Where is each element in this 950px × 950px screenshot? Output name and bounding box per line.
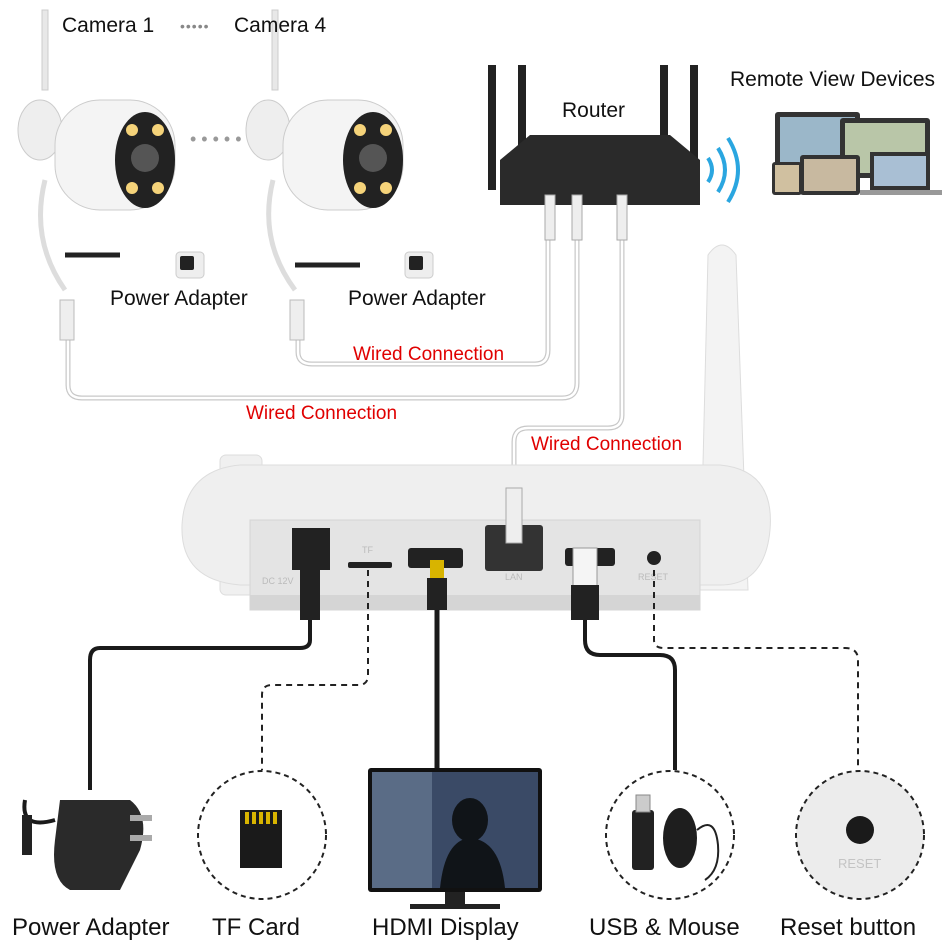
wired-connection-label-1: Wired Connection <box>353 344 505 365</box>
power-adapter-label: Power Adapter <box>12 914 170 941</box>
port-label-lan: LAN <box>505 572 523 582</box>
hdmi-display <box>368 768 542 909</box>
remote-view-label: Remote View Devices <box>730 68 936 91</box>
mouse-icon <box>663 808 697 868</box>
remote-view-devices <box>772 112 942 195</box>
lan-plug <box>505 487 523 544</box>
reset-closeup-label: RESET <box>838 856 881 871</box>
reset-button-label: Reset button <box>780 914 917 941</box>
camera-4 <box>245 9 434 341</box>
wired-connection-label-3: Wired Connection <box>531 434 683 455</box>
reset-hole-icon <box>846 816 874 844</box>
cable-usb <box>583 570 677 770</box>
power-adapter-device <box>22 799 152 890</box>
power-adapter-2-label: Power Adapter <box>348 287 486 310</box>
camera-ellipsis: ••••• <box>180 18 210 34</box>
camera-1-label: Camera 1 <box>62 14 155 37</box>
camera-4-label: Camera 4 <box>234 14 327 37</box>
camera-1 <box>17 9 205 341</box>
wifi-signal-icon <box>706 136 740 204</box>
dc-plug <box>300 565 320 620</box>
camera-ellipsis-middle: • • • • • <box>190 129 242 149</box>
tf-card-label: TF Card <box>212 914 301 941</box>
hdmi-display-label: HDMI Display <box>372 914 519 941</box>
cable-power <box>88 570 312 790</box>
router <box>488 65 700 241</box>
port-label-tf: TF <box>362 545 373 555</box>
router-label: Router <box>562 99 626 122</box>
usb-dongle-icon <box>632 810 654 870</box>
port-label-reset: RESET <box>638 572 669 582</box>
dashed-leaders <box>261 570 859 770</box>
tf-card-icon <box>240 810 282 868</box>
wired-connection-label-2: Wired Connection <box>246 403 398 424</box>
usb-mouse-label: USB & Mouse <box>589 914 740 941</box>
power-adapter-1-label: Power Adapter <box>110 287 248 310</box>
port-label-dc: DC 12V <box>262 576 294 586</box>
nvr: TF LAN RESET <box>181 464 771 611</box>
